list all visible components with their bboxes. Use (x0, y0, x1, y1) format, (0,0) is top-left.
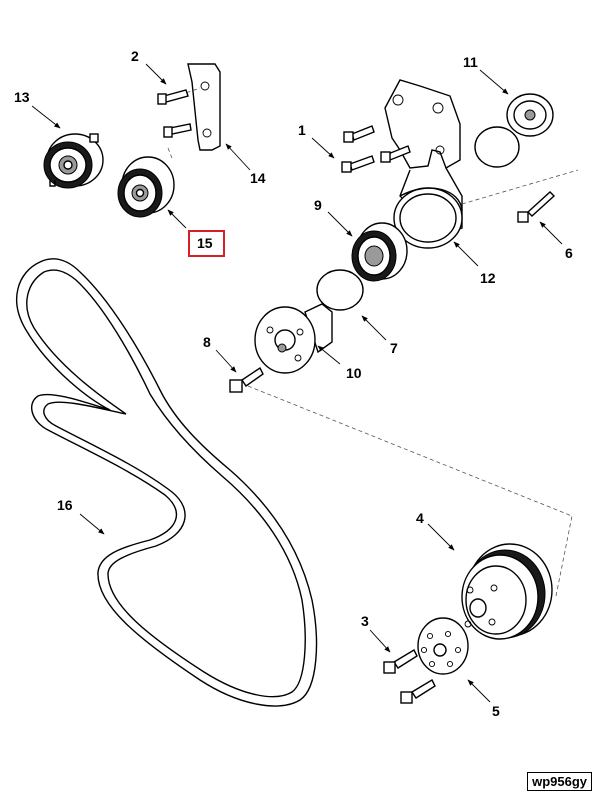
idler-pulley-13 (43, 133, 104, 189)
dash-line-8 (247, 385, 573, 517)
pulley-cover-11 (506, 93, 554, 137)
bolt-6 (517, 191, 556, 223)
dash-line-6 (461, 169, 579, 205)
spacer-plate-5 (417, 617, 469, 675)
bracket-14 (159, 63, 221, 159)
bolt-1c (380, 145, 411, 163)
callout-10: 10 (346, 365, 362, 381)
callout-2: 2 (131, 48, 139, 64)
bolt-bracket-lower (163, 123, 192, 138)
bolt-8 (229, 366, 264, 393)
leader-arrows (31, 63, 563, 703)
bolt-2 (157, 89, 189, 105)
serpentine-belt (16, 258, 318, 707)
callout-13: 13 (14, 89, 30, 105)
callout-7: 7 (390, 340, 398, 356)
tensioner-housing-12 (393, 187, 463, 249)
callout-1: 1 (298, 122, 306, 138)
callout-14: 14 (250, 170, 266, 186)
callout-12: 12 (480, 270, 496, 286)
bolt-1a (343, 125, 375, 143)
highlight-box-15 (188, 230, 225, 257)
callout-3: 3 (361, 613, 369, 629)
callout-6: 6 (565, 245, 573, 261)
callout-5: 5 (492, 703, 500, 719)
water-pump-pulley-4 (461, 543, 553, 640)
bearing-pulley-9 (351, 222, 408, 282)
bolt-3b (400, 679, 436, 704)
bolt-1b (341, 155, 375, 173)
idler-pulley-15 (117, 156, 175, 218)
callout-8: 8 (203, 334, 211, 350)
bolt-3a (383, 649, 418, 674)
hub-flange-10 (254, 303, 333, 374)
dash-line-4 (555, 515, 573, 597)
callout-11: 11 (463, 54, 478, 70)
o-ring-upper (474, 126, 520, 168)
callout-4: 4 (416, 510, 424, 526)
callout-9: 9 (314, 197, 322, 213)
callout-15: 15 (197, 235, 213, 251)
figure-code: wp956gy (527, 772, 592, 791)
o-ring-7 (316, 269, 364, 311)
callout-16: 16 (57, 497, 73, 513)
